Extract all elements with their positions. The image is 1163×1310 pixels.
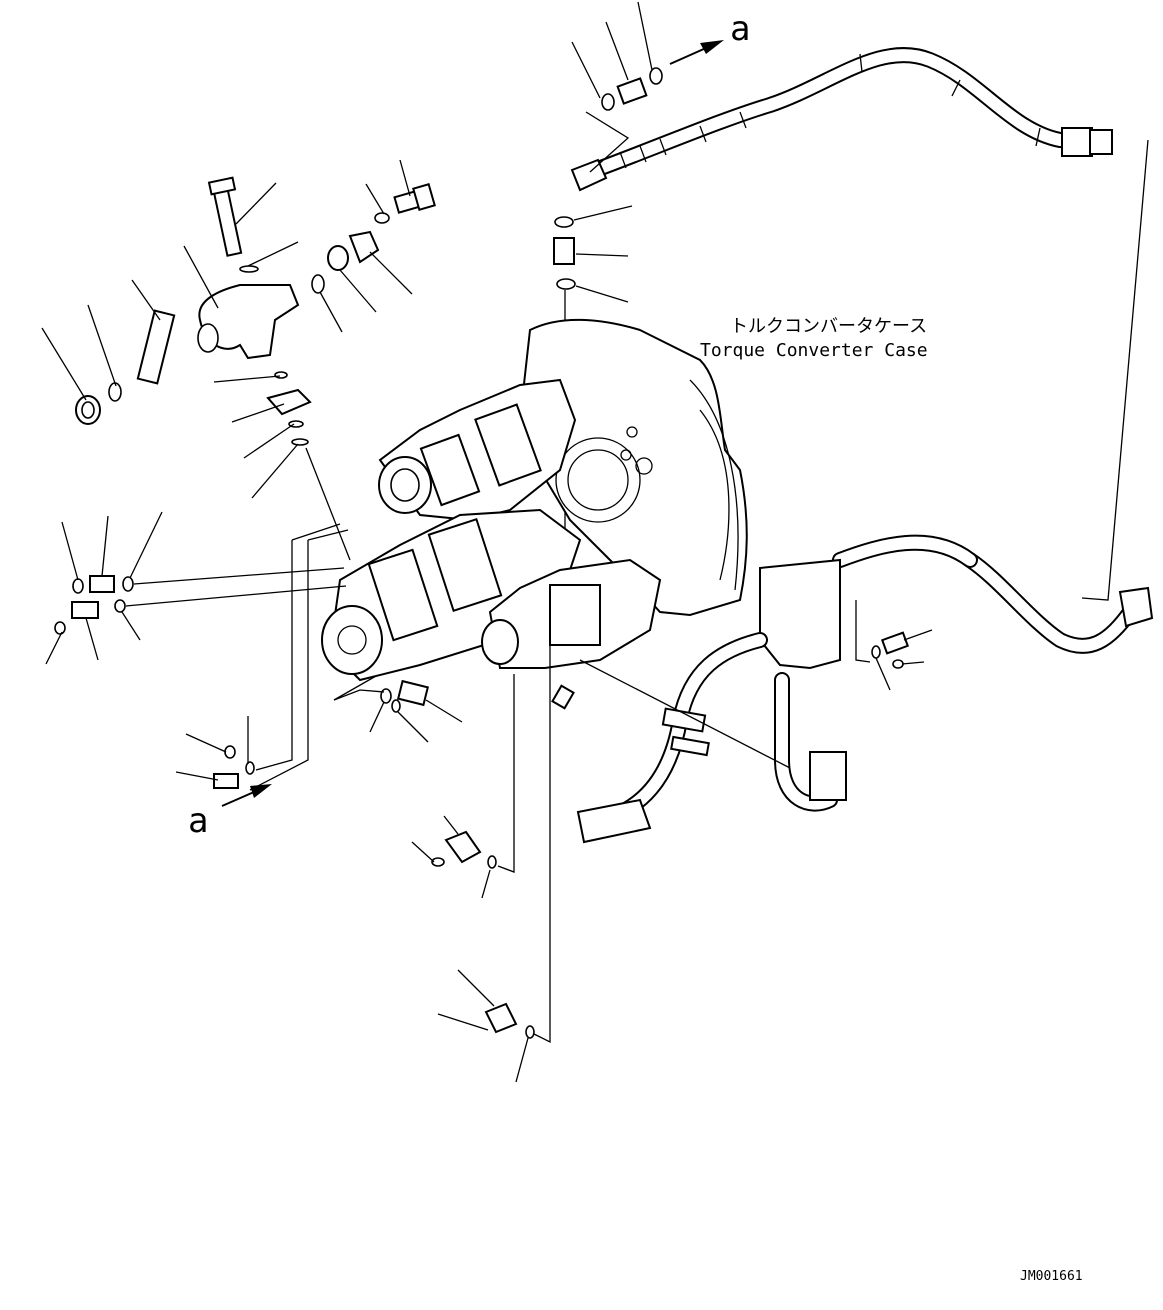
transmission-body (321, 318, 748, 710)
left-fittings (45, 511, 349, 807)
top-fittings (571, 1, 724, 173)
upper-hose (570, 47, 1113, 192)
right-piping (576, 139, 1154, 844)
drawing-id: JM001661 (1020, 1269, 1083, 1284)
elbow-fittings (311, 159, 436, 333)
case-label-ja: トルクコンバータケース (730, 316, 927, 337)
ref-label-top: a (730, 9, 750, 49)
filter-assembly (41, 176, 351, 561)
case-label-en: Torque Converter Case (700, 340, 928, 361)
lower-fittings (333, 600, 551, 1083)
ref-label-bottom: a (188, 801, 208, 841)
